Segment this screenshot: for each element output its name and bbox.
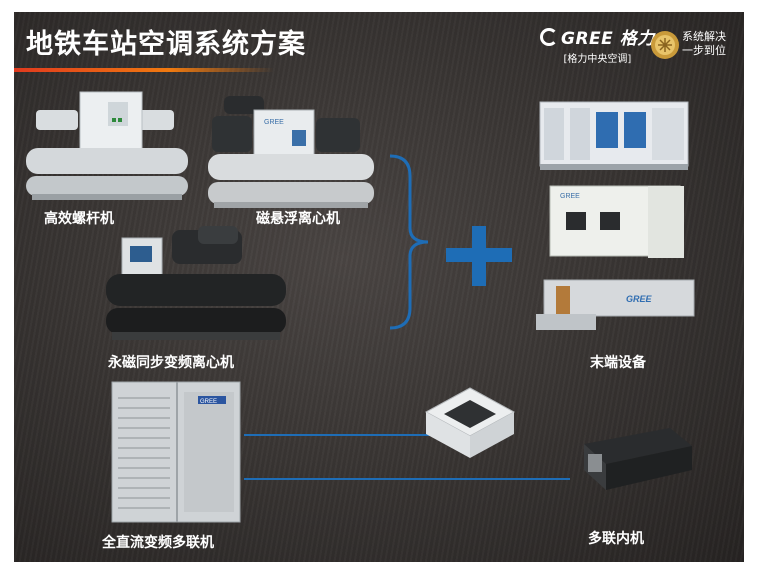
- brand-subtitle: [格力中央空调]: [563, 54, 632, 65]
- slogan-line-2: 一步到位: [682, 44, 726, 57]
- maglev-chiller-image: GREE: [208, 96, 374, 208]
- title-underline: [14, 68, 274, 72]
- gree-swoosh-icon: [540, 28, 558, 46]
- cassette-unit-image: [424, 387, 516, 458]
- vrf-outdoor-unit-image: GREE: [111, 381, 241, 523]
- screw-chiller-label: 高效螺杆机: [44, 211, 114, 227]
- maglev-chiller-label: 磁悬浮离心机: [256, 211, 340, 227]
- brand-block: GREE 格力 [格力中央空调]: [540, 24, 655, 65]
- connector-line-ducted: [244, 478, 570, 480]
- maglev-brand-mark: GREE: [264, 119, 284, 126]
- air-handling-unit-image: [539, 101, 689, 170]
- vrf-brand-mark: GREE: [200, 399, 217, 405]
- ducted-unit-image: GREE: [549, 185, 684, 258]
- slogan-line-1: 系统解决: [682, 30, 726, 43]
- terminal-equipment-label: 末端设备: [590, 355, 646, 371]
- slide: 地铁车站空调系统方案 GREE 格力 [格力中央空调] 系统解决 一步到位 高效…: [14, 12, 744, 562]
- connector-line-cassette: [244, 434, 434, 436]
- vrf-indoor-label: 多联内机: [588, 531, 644, 547]
- page-title: 地铁车站空调系统方案: [26, 29, 306, 60]
- slogan: 系统解决 一步到位: [682, 30, 726, 58]
- fan-coil-brand-mark: GREE: [626, 294, 653, 304]
- logo-text-cn: 格力: [619, 29, 655, 49]
- fan-coil-image: GREE: [536, 279, 695, 330]
- gold-seal-icon: [651, 31, 679, 59]
- svg-text:GREE: GREE: [560, 193, 580, 200]
- pm-vfd-chiller-image: [106, 226, 286, 340]
- bracket-connector: [389, 154, 429, 330]
- logo-text: GREE: [561, 29, 614, 49]
- plus-icon: [446, 226, 512, 286]
- gree-logo: GREE 格力: [540, 24, 655, 49]
- vrf-indoor-ducted-image: [584, 428, 692, 490]
- screw-chiller-image: [26, 91, 188, 200]
- dc-vrf-label: 全直流变频多联机: [102, 535, 214, 551]
- pm-vfd-chiller-label: 永磁同步变频离心机: [108, 355, 234, 371]
